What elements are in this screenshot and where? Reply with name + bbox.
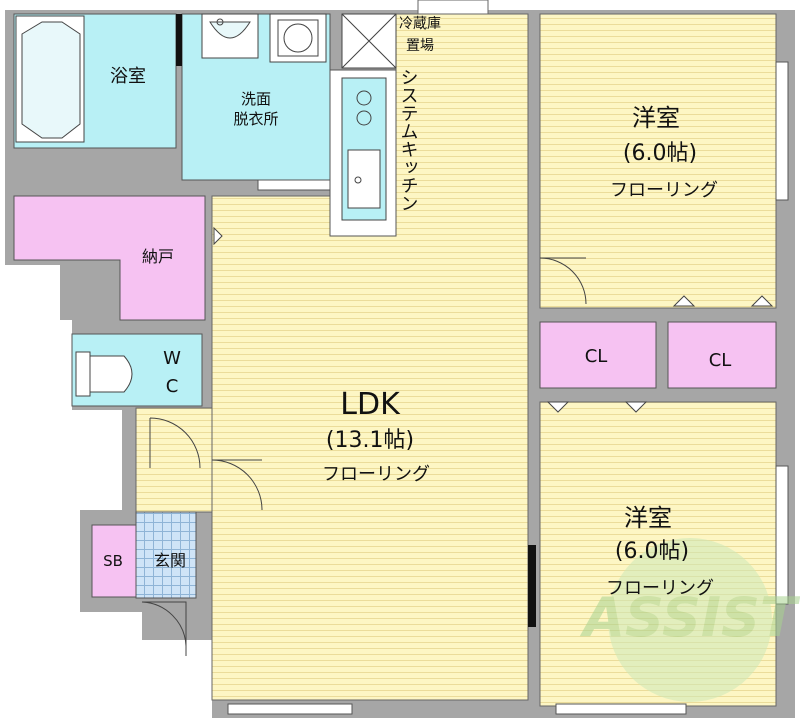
kitchen-label: システムキッチン [398, 68, 419, 212]
windows [227, 61, 789, 715]
system-kitchen-counter [329, 69, 397, 237]
room1-label: 洋室 [632, 104, 680, 132]
nando-label: 納戸 [142, 247, 174, 266]
ldk-label: LDK [340, 387, 401, 422]
washroom-label-2: 脱衣所 [233, 110, 278, 128]
room1-floor: フローリング [610, 180, 718, 201]
closet2-label: CL [709, 350, 732, 371]
doors [141, 226, 774, 656]
nando-room [13, 195, 206, 321]
watermark-text: ASSIST [579, 586, 800, 649]
room2-label: 洋室 [624, 504, 672, 532]
toilet-icon [75, 351, 133, 397]
washroom-label-1: 洗面 [241, 90, 271, 108]
bathtub [15, 15, 85, 143]
room1-size: (6.0帖) [623, 141, 697, 166]
room2-floor: フローリング [606, 578, 714, 599]
bath-label: 浴室 [110, 66, 146, 87]
genkan-label: 玄関 [154, 551, 186, 570]
closet1-label: CL [585, 346, 608, 367]
ldk-floor: フローリング [322, 464, 430, 485]
washing-machine-icon [269, 13, 327, 63]
sb-label: SB [103, 552, 123, 570]
washbasin-icon [201, 13, 259, 59]
fridge-label-2: 置場 [406, 38, 434, 54]
shoe-box [91, 524, 137, 598]
western-room-1 [539, 13, 777, 309]
ldk-size: (13.1帖) [326, 428, 414, 453]
closet-1 [539, 321, 657, 389]
wc-label-c: C [166, 376, 179, 397]
genkan [135, 511, 197, 599]
fridge-label-1: 冷蔵庫 [399, 15, 441, 32]
closet-2 [667, 321, 777, 389]
room2-size: (6.0帖) [615, 539, 689, 564]
wc-label-w: W [163, 348, 181, 369]
assist-watermark: ASSIST [579, 538, 800, 702]
